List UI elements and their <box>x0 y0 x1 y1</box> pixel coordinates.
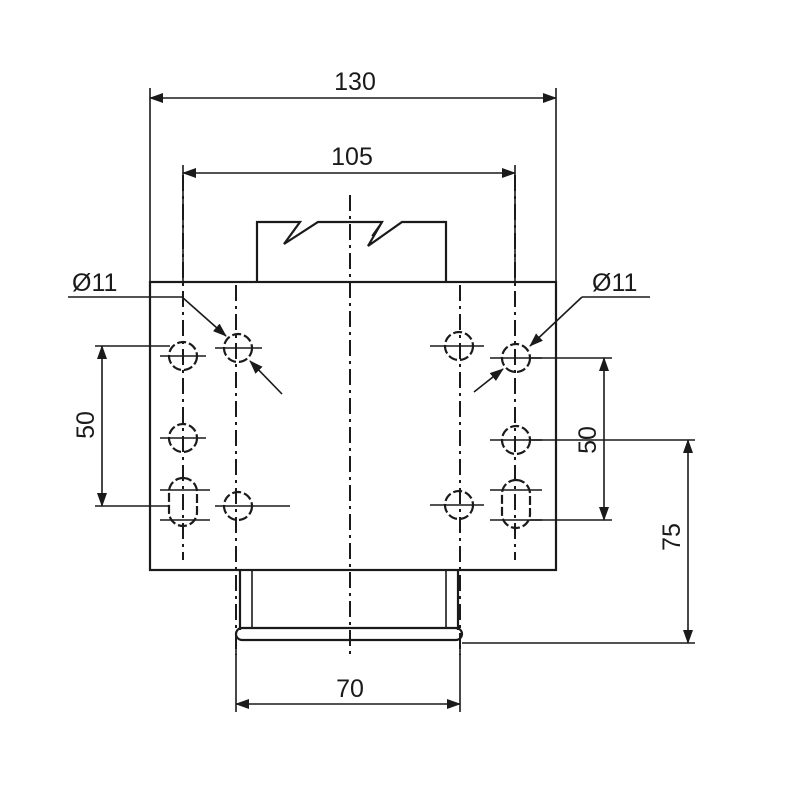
dimension-label-70: 70 <box>336 675 364 703</box>
dimension-overall-width: 130 <box>149 68 557 282</box>
dimension-vertical-spacing-right: 50 <box>530 357 612 521</box>
dimension-label-75: 75 <box>658 523 686 551</box>
dimension-label-130: 130 <box>334 68 376 96</box>
dimension-label-diameter-left: Ø11 <box>72 269 117 297</box>
dimension-height-to-base: 75 <box>462 439 695 644</box>
dimension-label-50-left: 50 <box>72 411 100 439</box>
holes-left <box>160 332 290 528</box>
dimension-bottom-width: 70 <box>235 643 461 712</box>
main-plate <box>148 280 558 572</box>
slot-hole <box>500 478 532 530</box>
dimension-vertical-spacing-left: 50 <box>72 345 170 507</box>
dimension-mount-width: 105 <box>182 143 516 282</box>
dimension-hole-diameter-left: Ø11 <box>68 269 283 395</box>
dimension-label-105: 105 <box>331 143 373 171</box>
dimension-hole-diameter-right: Ø11 <box>473 269 650 393</box>
dimension-label-diameter-right: Ø11 <box>592 269 637 297</box>
top-block <box>255 220 448 282</box>
slot-hole <box>167 476 199 528</box>
holes-right <box>430 330 542 530</box>
